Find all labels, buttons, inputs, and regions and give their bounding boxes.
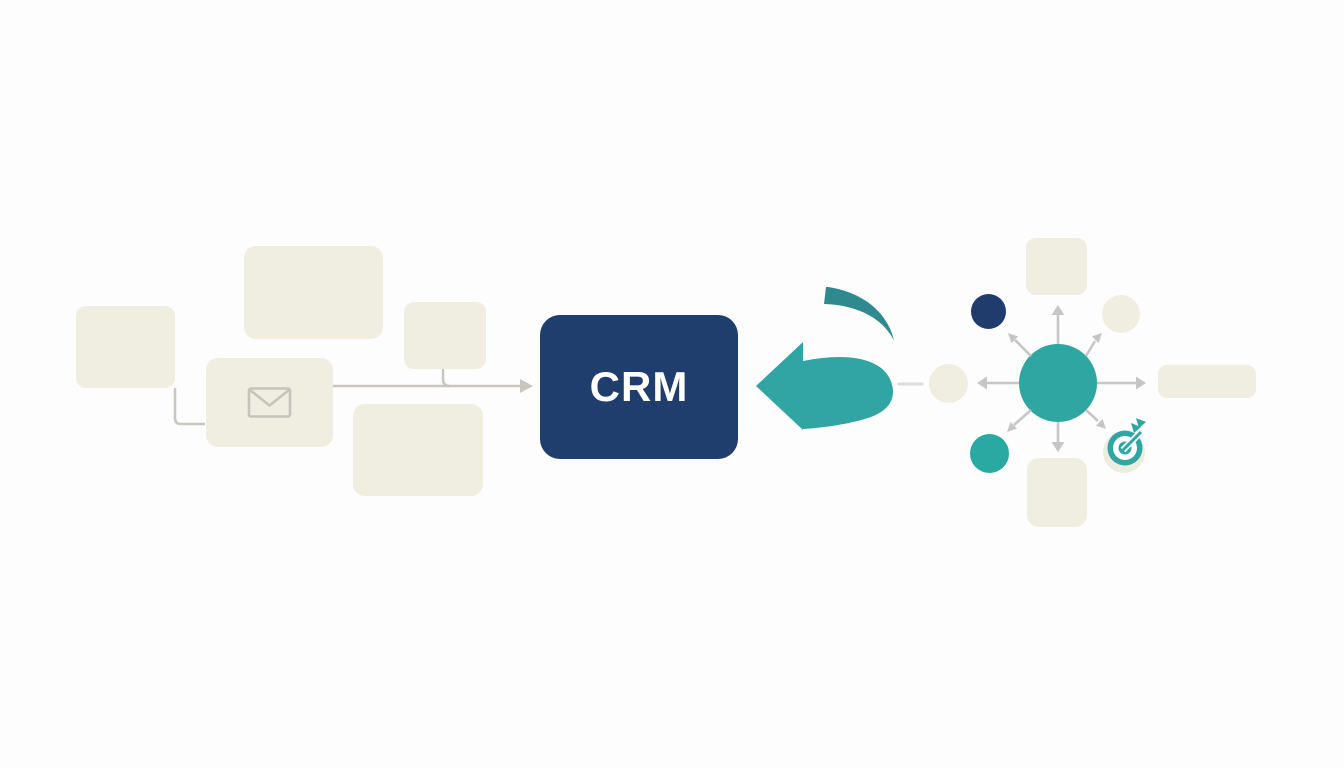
source-card — [404, 302, 486, 369]
hub-satellite-circle-teal — [969, 433, 1009, 473]
hub-satellite-square — [1027, 458, 1087, 527]
hub-satellite-circle — [928, 363, 968, 403]
crm-label: CRM — [589, 363, 689, 410]
hub-satellite-circle-navy — [970, 293, 1006, 329]
curved-arrow-icon — [756, 287, 894, 430]
source-card — [76, 306, 175, 388]
hub-satellite-pill — [1158, 365, 1256, 398]
hub-circle — [1019, 344, 1097, 422]
hub-satellite-circle — [1102, 295, 1140, 333]
email-card — [206, 358, 333, 447]
connector-arrowhead-icon — [520, 379, 533, 393]
source-card — [244, 246, 383, 339]
target-icon — [1103, 418, 1146, 473]
hub-satellite-square — [1026, 238, 1087, 295]
crm-box: CRM — [540, 315, 738, 459]
source-card — [353, 404, 483, 496]
